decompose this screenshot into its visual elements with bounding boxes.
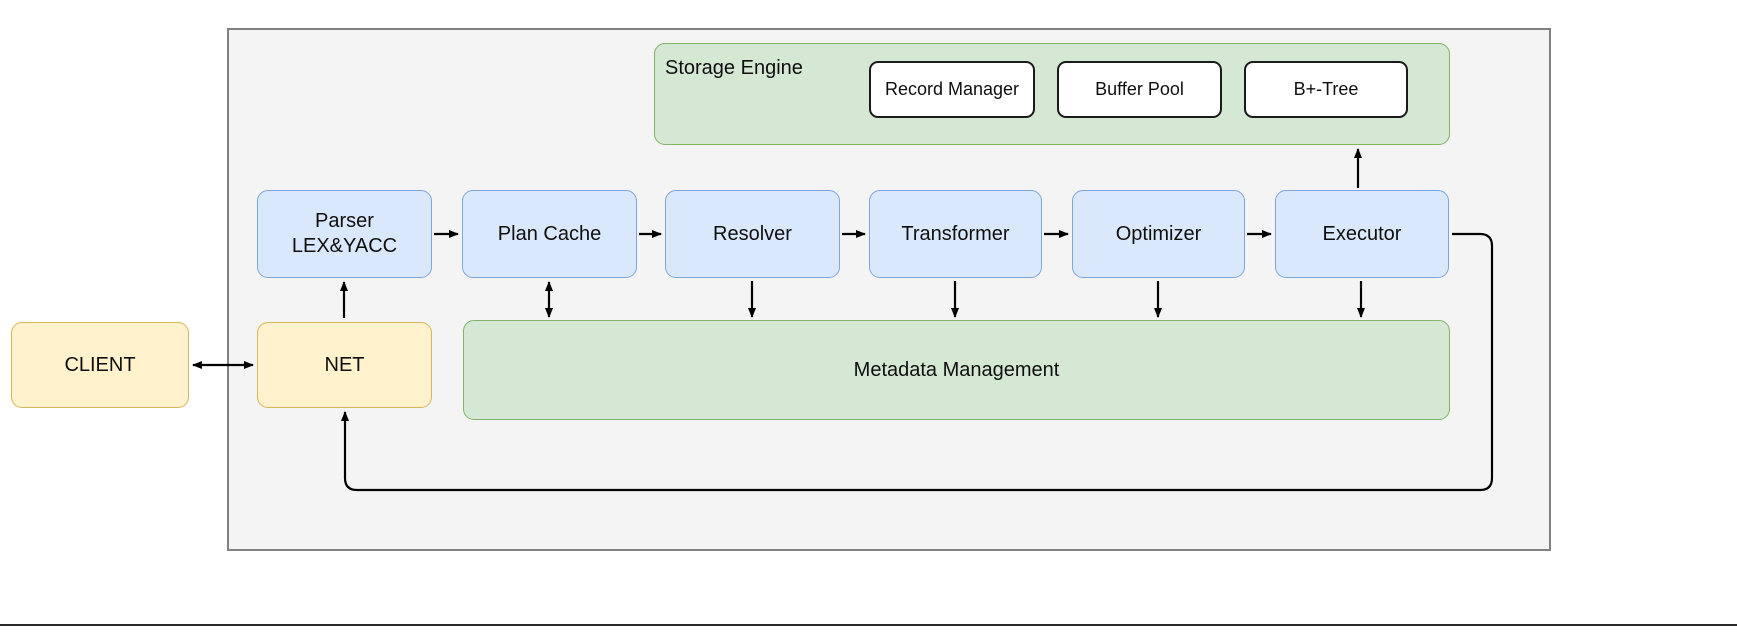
metadata-management-label: Metadata Management <box>853 358 1060 381</box>
storage-component-buffer-pool[interactable]: Buffer Pool <box>1057 61 1222 118</box>
endpoint-node-net[interactable]: NET <box>257 322 432 408</box>
pipeline-node-label-line1: Parser <box>315 210 374 232</box>
endpoint-node-label: CLIENT <box>64 353 136 376</box>
pipeline-node-resolver[interactable]: Resolver <box>665 190 840 278</box>
pipeline-node-plan-cache[interactable]: Plan Cache <box>462 190 637 278</box>
pipeline-node-label: Executor <box>1322 222 1402 245</box>
endpoint-node-label: NET <box>324 353 365 376</box>
storage-engine-group[interactable]: Storage Engine Record Manager Buffer Poo… <box>654 43 1450 145</box>
pipeline-node-label: Plan Cache <box>497 222 602 245</box>
pipeline-node-executor[interactable]: Executor <box>1275 190 1449 278</box>
pipeline-node-label: Resolver <box>713 222 792 245</box>
storage-component-label: Record Manager <box>884 79 1020 100</box>
storage-component-label: Buffer Pool <box>1095 79 1184 100</box>
pipeline-node-transformer[interactable]: Transformer <box>869 190 1042 278</box>
storage-component-record-manager[interactable]: Record Manager <box>869 61 1035 118</box>
pipeline-node-label: Optimizer <box>1115 222 1202 245</box>
storage-component-b-plus-tree[interactable]: B+-Tree <box>1244 61 1408 118</box>
metadata-management-group[interactable]: Metadata Management <box>463 320 1450 420</box>
endpoint-node-client[interactable]: CLIENT <box>11 322 189 408</box>
storage-engine-label: Storage Engine <box>665 57 803 79</box>
pipeline-node-label: Transformer <box>901 222 1010 245</box>
page-bottom-divider <box>0 624 1737 626</box>
pipeline-node-parser[interactable]: Parser LEX&YACC <box>257 190 432 278</box>
pipeline-node-label-line2: LEX&YACC <box>291 235 398 257</box>
pipeline-node-optimizer[interactable]: Optimizer <box>1072 190 1245 278</box>
storage-component-label: B+-Tree <box>1293 79 1359 100</box>
